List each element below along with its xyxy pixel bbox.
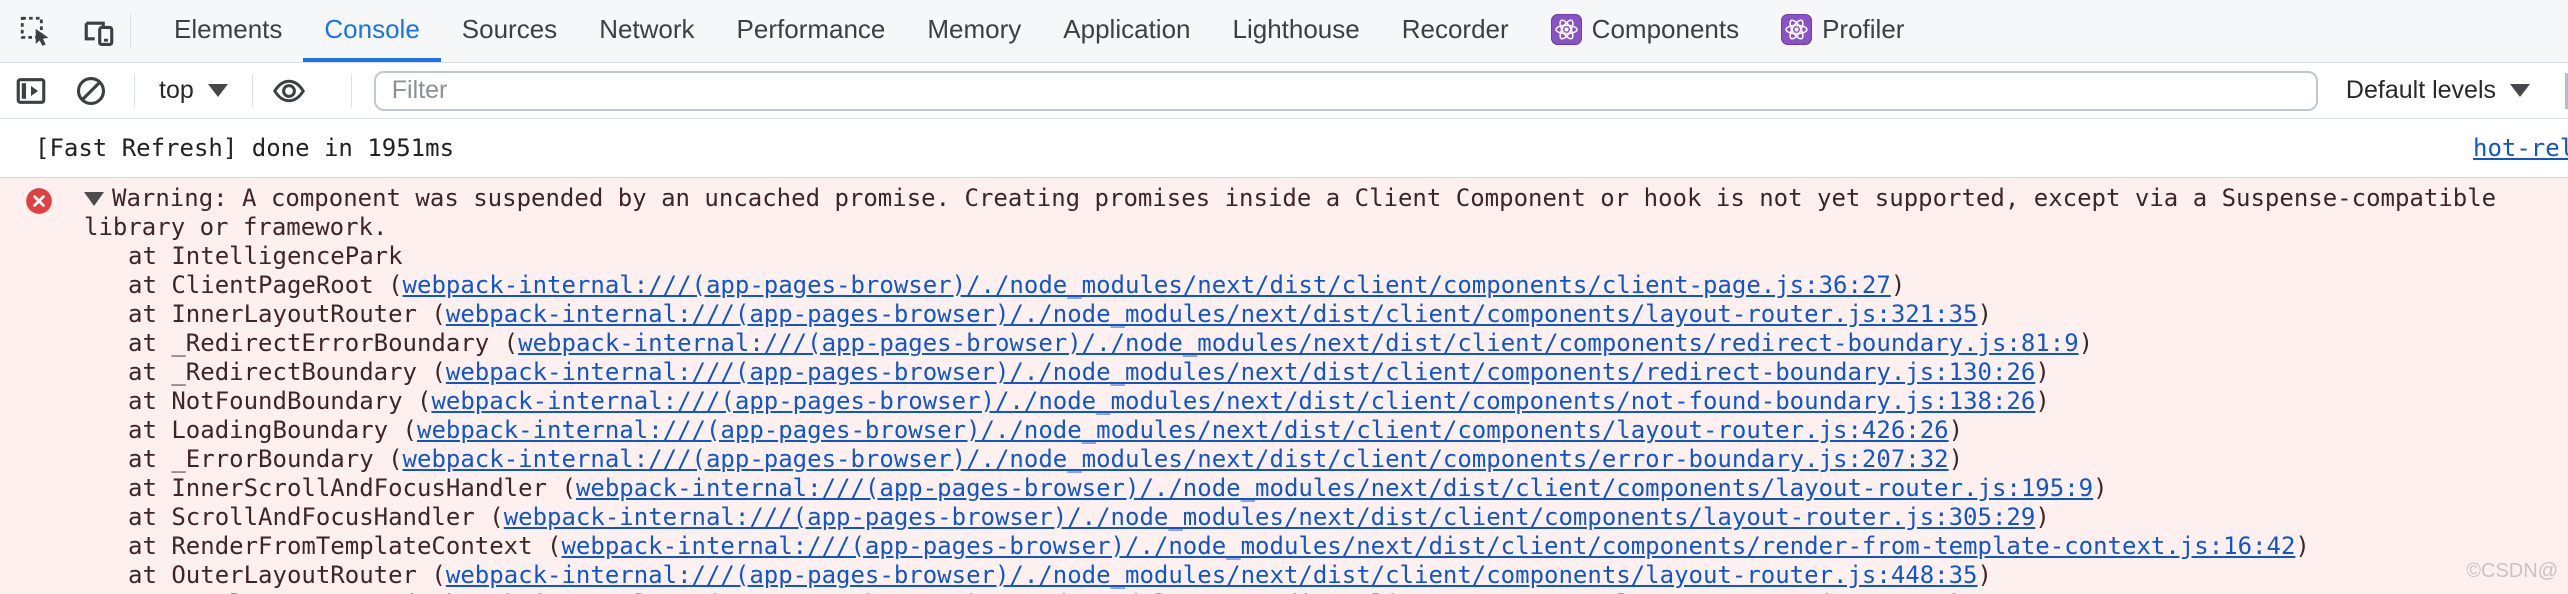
stack-source-link[interactable]: webpack-internal:///(app-pages-browser)/… [402,271,1891,299]
tab-lighthouse[interactable]: Lighthouse [1212,0,1381,62]
stack-frame: at OuterLayoutRouter (webpack-internal:/… [128,561,1992,589]
react-devtools-icon [1781,13,1813,45]
context-label: top [159,76,194,104]
error-icon [25,187,53,222]
log-text: [Fast Refresh] done in 1951ms [35,134,455,162]
tab-console[interactable]: Console [303,0,441,62]
error-message-line-1: Warning: A component was suspended by an… [84,184,2568,213]
toolbar-edge-divider [2565,73,2568,109]
devtools-tabbar: Elements Console Sources Network Performance… [0,0,2568,63]
tab-label: Lighthouse [1232,13,1360,44]
stack-frame: at _RedirectErrorBoundary (webpack-inter… [128,329,2094,357]
stack-frame: at TemplateContext (webpack-internal:///… [84,590,2568,594]
console-log-row: [Fast Refresh] done in 1951ms hot-rel [0,119,2568,177]
tab-label: Recorder [1401,13,1509,44]
stack-frame: at _RedirectBoundary (webpack-internal:/… [128,358,2050,386]
stack-source-link[interactable]: webpack-internal:///(app-pages-browser)/… [431,387,2036,415]
console-error-row: Warning: A component was suspended by an… [0,177,2568,594]
tab-profiler[interactable]: Profiler [1760,0,1925,62]
stack-source-link[interactable]: webpack-internal:///(app-pages-browser)/… [575,474,2094,502]
tab-label: Application [1063,13,1191,44]
stack-source-link[interactable]: webpack-internal:///(app-pages-browser)/… [518,329,2079,357]
tab-memory[interactable]: Memory [906,0,1042,62]
expand-triangle-icon[interactable] [84,192,104,206]
tab-label: Console [324,13,420,44]
log-levels-label: Default levels [2345,76,2496,104]
tab-label: Performance [736,13,886,44]
stack-frame: at ScrollAndFocusHandler (webpack-intern… [128,503,2050,531]
stack-frame: at RenderFromTemplateContext (webpack-in… [128,532,2310,560]
toolbar-separator [251,73,253,108]
tab-label: Memory [927,13,1022,44]
log-levels-dropdown[interactable]: Default levels [2340,76,2536,105]
execution-context-selector[interactable]: top [153,76,234,105]
stack-source-link[interactable]: webpack-internal:///(app-pages-browser)/… [503,503,2036,531]
stack-source-link[interactable]: webpack-internal:///(app-pages-browser)/… [561,532,2296,560]
error-message-line-2: library or framework. [84,213,388,241]
tab-network[interactable]: Network [578,0,715,62]
tab-components[interactable]: Components [1530,0,1760,62]
tab-recorder[interactable]: Recorder [1381,0,1530,62]
filter-input[interactable] [373,70,2318,111]
tab-application[interactable]: Application [1042,0,1211,62]
toolbar-separator [134,73,135,108]
tab-elements[interactable]: Elements [153,0,303,62]
log-source-link[interactable]: hot-rel [2473,134,2568,162]
tab-label: Components [1591,13,1740,44]
stack-source-link[interactable]: webpack-internal:///(app-pages-browser)/… [445,358,2036,386]
stack-frame: at ClientPageRoot (webpack-internal:///(… [128,271,1906,299]
tab-list: Elements Console Sources Network Performance… [153,0,1925,62]
toolbar-separator [350,73,352,108]
inspect-element-icon[interactable] [18,14,52,48]
tab-sources[interactable]: Sources [441,0,578,62]
stack-frame: at InnerScrollAndFocusHandler (webpack-i… [128,474,2108,502]
console-messages: [Fast Refresh] done in 1951ms hot-rel Wa… [0,119,2568,594]
stack-source-link[interactable]: webpack-internal:///(app-pages-browser)/… [417,416,1949,444]
tab-label: Sources [461,13,558,44]
tabbar-separator [130,14,131,48]
stack-frame: at NotFoundBoundary (webpack-internal://… [128,387,2050,415]
stack-source-link[interactable]: webpack-internal:///(app-pages-browser)/… [445,561,1978,589]
device-toolbar-icon[interactable] [82,14,116,48]
stack-source-link[interactable]: webpack-internal:///(app-pages-browser)/… [402,445,1949,473]
console-sidebar-toggle-icon[interactable] [14,74,48,108]
stack-source-link[interactable]: webpack-internal:///(app-pages-browser)/… [417,590,1949,594]
stack-source-link[interactable]: webpack-internal:///(app-pages-browser)/… [445,300,1978,328]
stack-frame: at _ErrorBoundary (webpack-internal:///(… [128,445,1964,473]
tab-performance[interactable]: Performance [716,0,907,62]
live-expression-eye-icon[interactable] [271,73,307,109]
react-devtools-icon [1550,13,1582,45]
chevron-down-icon [207,84,228,97]
tab-label: Network [599,13,695,44]
stack-frame: at InnerLayoutRouter (webpack-internal:/… [128,300,1992,328]
stack-frame: at LoadingBoundary (webpack-internal:///… [128,416,1964,444]
clear-console-icon[interactable] [74,74,108,108]
console-toolbar: top Default levels [0,63,2568,119]
watermark: ©CSDN@ [2466,560,2558,582]
tab-label: Profiler [1822,13,1905,44]
tab-label: Elements [174,13,283,44]
stack-frame: at IntelligencePark [128,242,403,270]
chevron-down-icon [2510,84,2530,97]
